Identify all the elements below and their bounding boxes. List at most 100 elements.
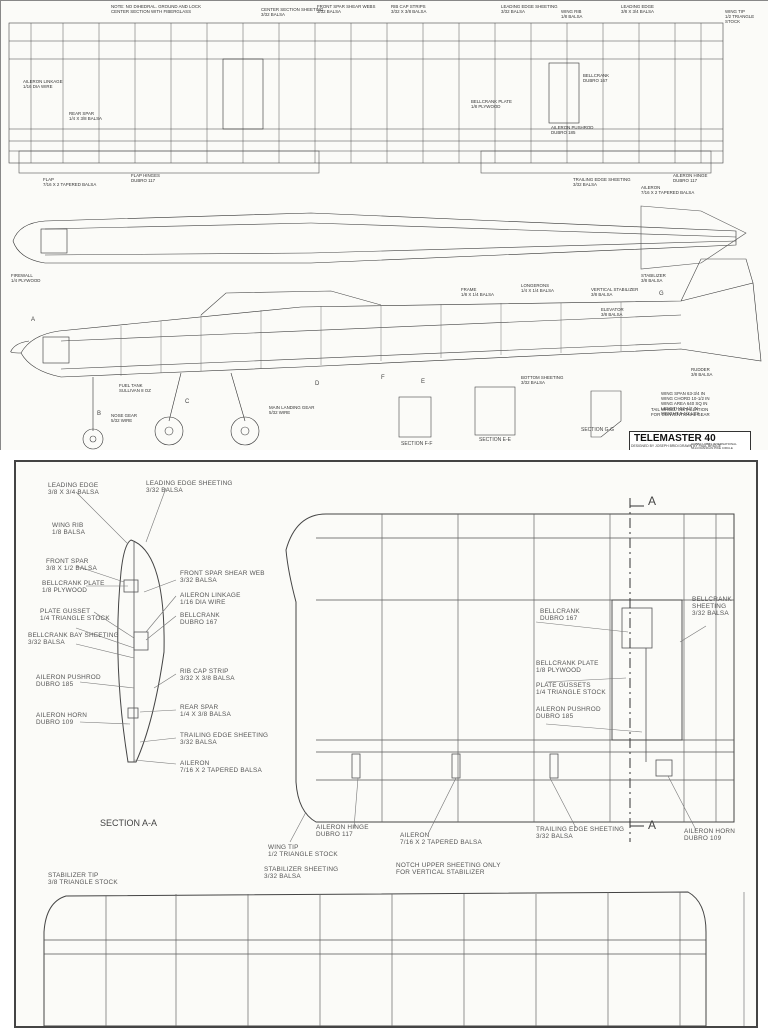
engine-top bbox=[40, 228, 68, 254]
marker-b: B bbox=[97, 411, 102, 417]
note-side-frame: FRAME 1/8 X 1/4 BALSA bbox=[461, 287, 494, 297]
note-aileron-pushrod: AILERON PUSHROD DUBRO 185 bbox=[551, 125, 594, 135]
wing-plan-outline bbox=[8, 22, 724, 164]
aileron-horn-detail bbox=[655, 759, 673, 777]
sec-plate-gusset-label: PLATE GUSSET 1/4 TRIANGLE STOCK bbox=[40, 608, 110, 622]
aileron-hinge-3 bbox=[549, 753, 559, 779]
marker-f: F bbox=[381, 375, 385, 381]
marker-d: D bbox=[315, 381, 320, 387]
marker-g: G bbox=[659, 291, 664, 297]
section-e-drawing bbox=[474, 386, 516, 436]
note-wing-center: NOTE: NO DIHEDRAL. GROUND AND LOCK CENTE… bbox=[111, 4, 202, 14]
wing-panel-ribs bbox=[381, 514, 717, 822]
sec-front-spar-web-label: FRONT SPAR SHEAR WEB 3/32 BALSA bbox=[180, 570, 265, 584]
wing-panel-outline bbox=[285, 513, 735, 823]
nose-wheel bbox=[82, 428, 104, 450]
aileron-outline bbox=[480, 150, 712, 174]
stab-notch-label: NOTCH UPPER SHEETING ONLY FOR VERTICAL S… bbox=[396, 862, 501, 876]
note-nose-gear: NOSE GEAR 5/32 WIRE bbox=[111, 413, 138, 423]
wing-bellcrank-plate-label: BELLCRANK PLATE 1/8 PLYWOOD bbox=[536, 660, 599, 674]
section-label-e: SECTION E-E bbox=[479, 437, 511, 443]
wing-aileron-horn-label: AILERON HORN DUBRO 109 bbox=[684, 828, 736, 842]
fuselage-side-outline bbox=[20, 282, 762, 378]
sheet-gap bbox=[0, 450, 768, 460]
sec-leading-edge-label: LEADING EDGE 3/8 X 3/4 BALSA bbox=[48, 482, 99, 496]
section-g-drawing bbox=[590, 390, 622, 438]
sec-aileron-linkage-label: AILERON LINKAGE 1/16 DIA WIRE bbox=[180, 592, 241, 606]
engine-side bbox=[42, 336, 70, 364]
spinner-side bbox=[10, 340, 30, 354]
note-fuselage-sheet: BOTTOM SHEETING 3/32 BALSA bbox=[521, 375, 564, 385]
note-tail-wheel: TAIL WHEEL INSTALLATION FOR CONVENTIONAL… bbox=[651, 407, 710, 417]
flap-outline bbox=[18, 150, 320, 174]
stabilizer-outline bbox=[43, 891, 707, 1026]
note-rudder: RUDDER 3/8 BALSA bbox=[691, 367, 713, 377]
wing-ribs bbox=[30, 23, 702, 163]
note-fuel-tank: FUEL TANK SULLIVAN 8 OZ bbox=[119, 383, 151, 393]
sec-bellcrank-label: BELLCRANK DUBRO 167 bbox=[180, 612, 220, 626]
sec-bellcrank-plate-label: BELLCRANK PLATE 1/8 PLYWOOD bbox=[42, 580, 105, 594]
marker-a: A bbox=[31, 317, 36, 323]
airfoil-spar-rear bbox=[127, 707, 139, 719]
note-trailing-edge-sheeting: TRAILING EDGE SHEETING 3/32 BALSA bbox=[573, 177, 631, 187]
fuselage-top-outline bbox=[12, 212, 737, 264]
note-front-spar: FRONT SPAR SHEAR WEBS 3/32 BALSA bbox=[317, 4, 376, 14]
note-flap-hinges: FLAP HINGES DUBRO 117 bbox=[131, 173, 160, 183]
sec-wing-rib-label: WING RIB 1/8 BALSA bbox=[52, 522, 86, 536]
top-plan-drawing bbox=[8, 22, 762, 450]
plan-title: TELEMASTER 40 bbox=[634, 433, 716, 444]
plan-designer: DESIGNED BY JOSEPH BRIDI DRAWN BY PAUL B… bbox=[631, 444, 721, 448]
main-wheel-left bbox=[154, 416, 184, 446]
sec-trailing-sheeting-label: TRAILING EDGE SHEETING 3/32 BALSA bbox=[180, 732, 269, 746]
section-marker-bottom: A bbox=[648, 818, 657, 832]
note-fin: VERTICAL STABILIZER 3/8 BALSA bbox=[591, 287, 639, 297]
sec-leading-sheeting-label: LEADING EDGE SHEETING 3/32 BALSA bbox=[146, 480, 233, 494]
note-leading-sheet: LEADING EDGE SHEETING 3/32 BALSA bbox=[501, 4, 558, 14]
aileron-hinge-2 bbox=[451, 753, 461, 779]
fin-outline bbox=[680, 258, 754, 302]
sec-bellcrank-bay-label: BELLCRANK BAY SHEETING 3/32 BALSA bbox=[28, 632, 119, 646]
sec-rib-cap-label: RIB CAP STRIP 3/32 X 3/8 BALSA bbox=[180, 668, 235, 682]
wing-bellcrank-label: BELLCRANK DUBRO 167 bbox=[540, 608, 580, 622]
airfoil-section bbox=[117, 539, 165, 763]
landing-gear bbox=[92, 372, 246, 431]
wing-trailing-sheeting-label: TRAILING EDGE SHEETING 3/32 BALSA bbox=[536, 826, 625, 840]
sec-front-spar-label: FRONT SPAR 3/8 X 1/2 BALSA bbox=[46, 558, 97, 572]
note-rear-spar: REAR SPAR 1/4 X 3/8 BALSA bbox=[69, 111, 102, 121]
note-main-gear: MAIN LANDING GEAR 5/32 WIRE bbox=[269, 405, 315, 415]
spec-table: WING SPAN 63-3/4 IN WING CHORD 10-1/2 IN… bbox=[661, 391, 710, 416]
top-plan-sheet: NOTE: NO DIHEDRAL. GROUND AND LOCK CENTE… bbox=[0, 0, 768, 453]
note-stab: STABILIZER 3/8 BALSA bbox=[641, 273, 666, 283]
sec-aileron-label: AILERON 7/16 X 2 TAPERED BALSA bbox=[180, 760, 262, 774]
bellcrank-bay bbox=[611, 599, 683, 741]
wing-tip-label: WING TIP 1/2 TRIANGLE STOCK bbox=[268, 844, 338, 858]
section-a-a-title: SECTION A-A bbox=[100, 818, 158, 828]
stab-sheeting-label: STABILIZER SHEETING 3/32 BALSA bbox=[264, 866, 339, 880]
wing-plate-gussets-label: PLATE GUSSETS 1/4 TRIANGLE STOCK bbox=[536, 682, 606, 696]
bottom-plan-drawing bbox=[43, 487, 745, 1026]
fuselage-frames bbox=[120, 302, 622, 376]
sec-aileron-horn-label: AILERON HORN DUBRO 109 bbox=[36, 712, 88, 726]
wing-bellcrank-sheeting-label: BELLCRANK SHEETING 3/32 BALSA bbox=[692, 596, 732, 617]
note-leading-edge: LEADING EDGE 3/8 X 3/4 BALSA bbox=[621, 4, 654, 14]
note-wing-tip: WING TIP 1/2 TRIANGLE STOCK bbox=[725, 9, 755, 24]
cabin-outline bbox=[200, 290, 382, 316]
marker-c: C bbox=[185, 399, 190, 405]
stab-top-outline bbox=[640, 205, 747, 270]
note-firewall: FIREWALL 1/4 PLYWOOD bbox=[11, 273, 41, 283]
section-label-f: SECTION F-F bbox=[401, 441, 433, 447]
marker-e: E bbox=[421, 379, 426, 385]
wing-aileron-label: AILERON 7/16 X 2 TAPERED BALSA bbox=[400, 832, 482, 846]
section-f-drawing bbox=[398, 396, 432, 438]
wing-aileron-hinge-label: AILERON HINGE DUBRO 117 bbox=[316, 824, 369, 838]
section-marker-top: A bbox=[648, 494, 657, 508]
bellcrank-bay-inner bbox=[621, 607, 653, 649]
center-section-top bbox=[222, 58, 264, 130]
note-aileron-hinge: AILERON HINGE DUBRO 117 bbox=[673, 173, 708, 183]
note-flap: FLAP 7/16 X 2 TAPERED BALSA bbox=[43, 177, 97, 187]
bottom-plan-sheet: LEADING EDGE 3/8 X 3/4 BALSA WING RIB 1/… bbox=[14, 460, 758, 1028]
note-longerons: LONGERONS 1/4 X 1/4 BALSA bbox=[521, 283, 554, 293]
sec-aileron-pushrod-label: AILERON PUSHROD DUBRO 185 bbox=[36, 674, 101, 688]
airfoil-bellcrank bbox=[133, 631, 149, 651]
stabilizer-ribs bbox=[105, 892, 681, 1026]
